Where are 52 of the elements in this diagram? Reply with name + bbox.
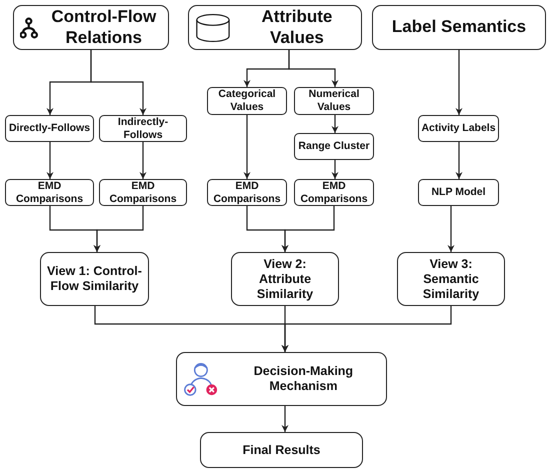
- box-label: EMD Comparisons: [299, 180, 369, 206]
- process-box: [99, 179, 187, 206]
- arrow: [332, 115, 338, 133]
- arrow: [282, 406, 288, 432]
- process-box: [99, 115, 187, 142]
- process-box: [13, 5, 169, 50]
- box-label: Decision-Making Mechanism: [252, 364, 354, 394]
- box-label: Final Results: [242, 442, 320, 458]
- process-box: [176, 352, 387, 406]
- box-label: Directly-Follows: [8, 122, 90, 135]
- box-label: Range Cluster: [298, 140, 370, 153]
- arrow: [288, 50, 338, 87]
- box-label: Indirectly-Follows: [116, 116, 170, 142]
- process-box: [372, 5, 546, 50]
- arrow: [448, 206, 454, 252]
- arrow: [456, 50, 462, 115]
- process-box: [188, 5, 362, 50]
- process-box: [418, 179, 499, 206]
- box-label: View 2: Attribute Similarity: [256, 256, 314, 302]
- box-label: Attribute Values: [260, 7, 334, 48]
- process-box: [397, 252, 505, 306]
- process-box: [5, 179, 94, 206]
- process-box: [294, 87, 374, 115]
- box-label: Numerical Values: [308, 88, 360, 114]
- arrow: [332, 160, 338, 179]
- box-label: View 3: Semantic Similarity: [422, 256, 480, 302]
- process-box: [207, 179, 287, 206]
- process-box: [231, 252, 339, 306]
- process-box: [5, 115, 94, 142]
- arrow: [282, 206, 335, 252]
- arrow: [94, 206, 144, 252]
- arrow: [244, 115, 250, 179]
- process-box: [40, 252, 149, 306]
- arrow: [282, 306, 452, 352]
- box-label: Control-Flow Relations: [50, 7, 158, 48]
- arrow: [46, 142, 54, 179]
- process-box: [294, 179, 374, 206]
- box-label: EMD Comparisons: [212, 180, 282, 206]
- box-label: NLP Model: [431, 186, 486, 199]
- arrow: [90, 50, 146, 115]
- process-box: [200, 432, 363, 468]
- arrow: [456, 142, 462, 179]
- process-box: [418, 115, 499, 142]
- arrow: [140, 142, 146, 179]
- box-label: Categorical Values: [217, 88, 277, 114]
- box-label: EMD Comparisons: [108, 180, 178, 206]
- box-label: EMD Comparisons: [14, 180, 84, 206]
- box-label: Activity Labels: [421, 122, 496, 135]
- box-label: Label Semantics: [392, 17, 526, 38]
- process-box: [207, 87, 287, 115]
- box-label: View 1: Control-Flow Similarity: [47, 264, 142, 294]
- process-box: [294, 133, 374, 160]
